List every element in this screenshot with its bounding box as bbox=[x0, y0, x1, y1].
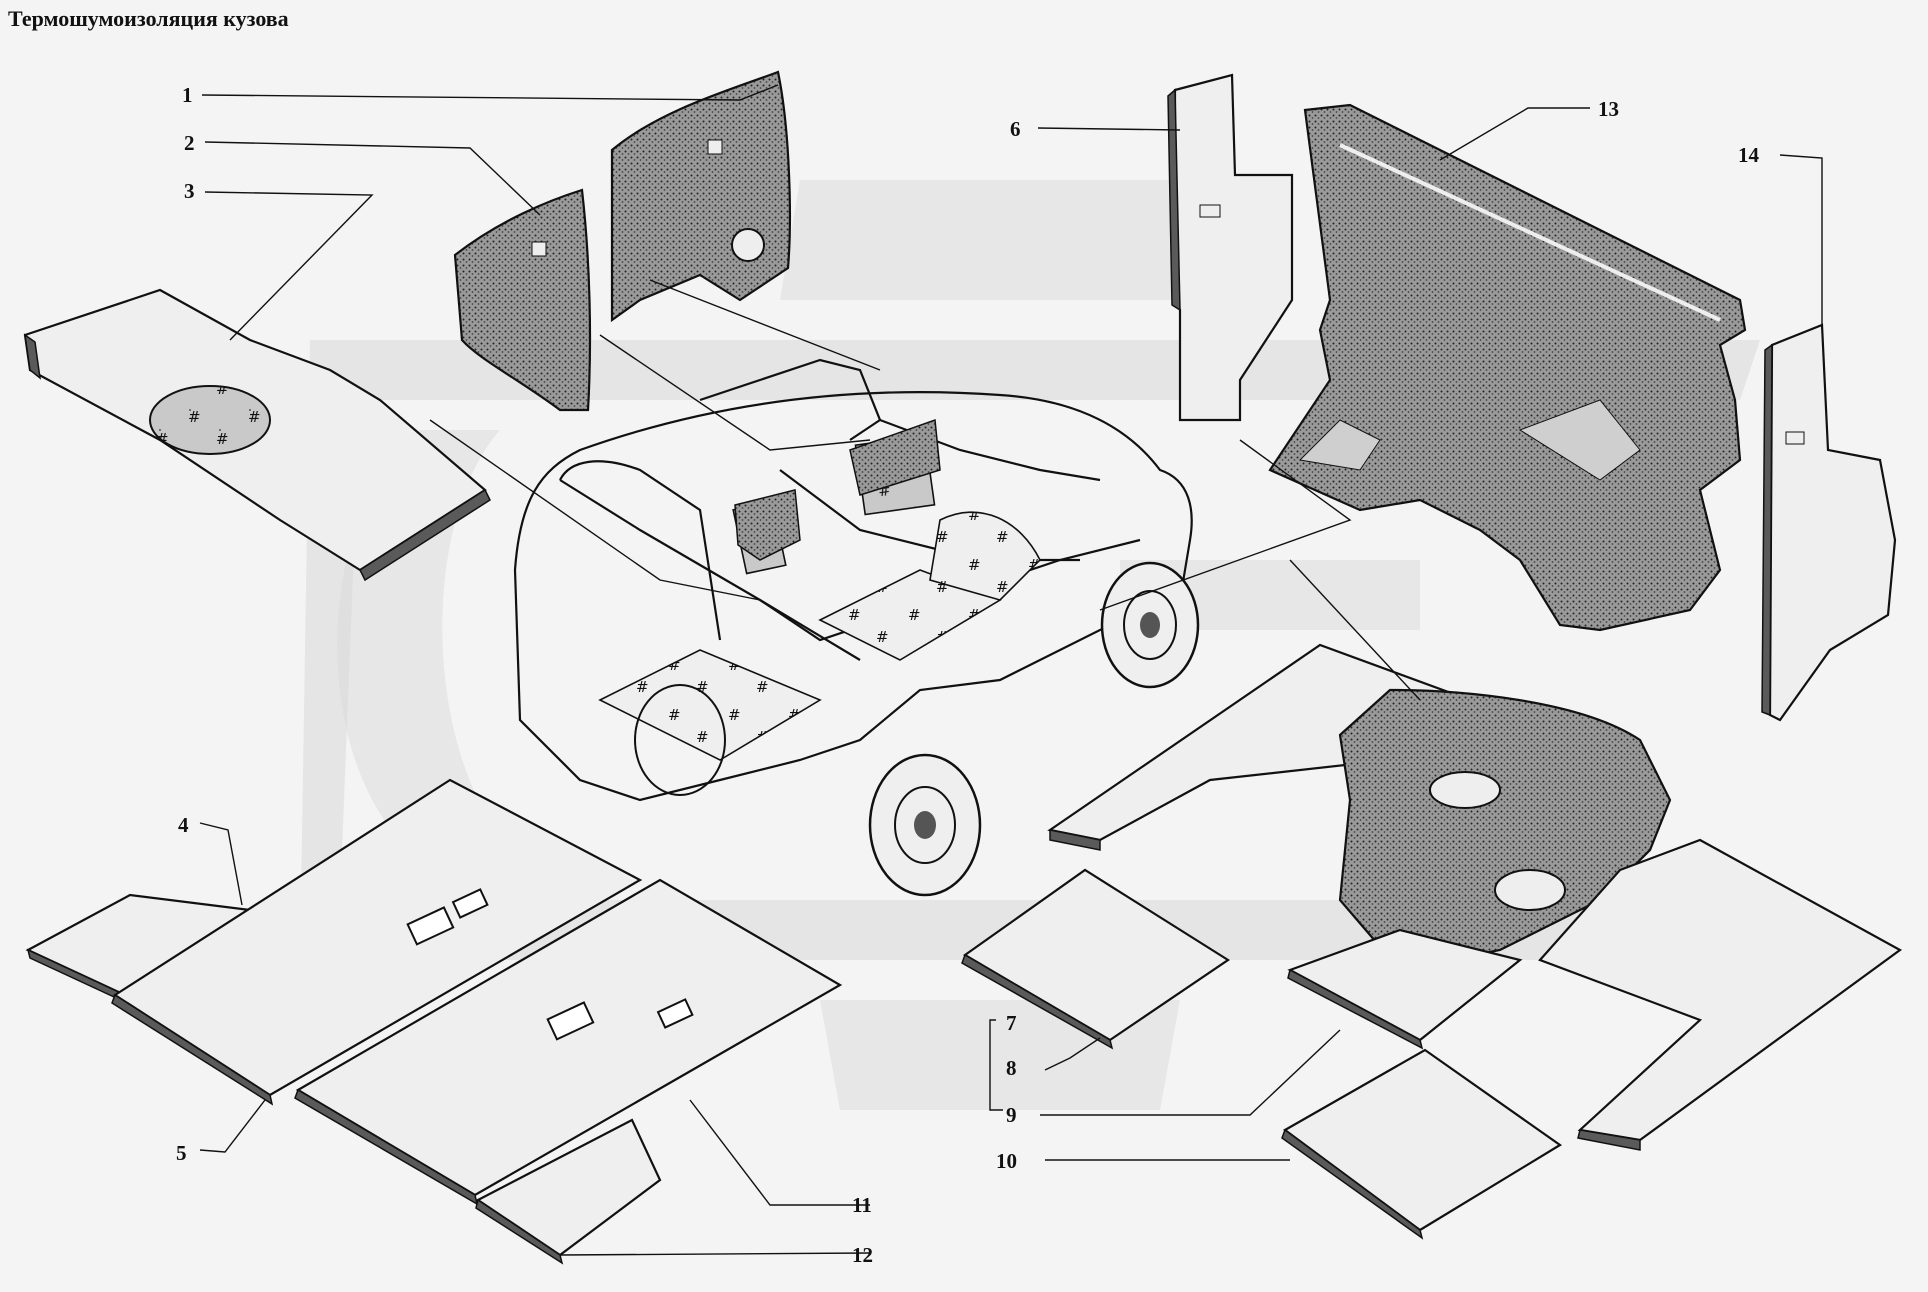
callout-5: 5 bbox=[176, 1141, 187, 1165]
part-13-front-bulkhead bbox=[1268, 103, 1747, 632]
callout-8: 8 bbox=[1006, 1056, 1017, 1080]
part-floor-mat-far-right bbox=[1538, 838, 1903, 1151]
callout-4: 4 bbox=[178, 813, 189, 837]
callout-14: 14 bbox=[1738, 143, 1760, 167]
callout-12: 12 bbox=[852, 1243, 873, 1267]
part-5-floor-mat bbox=[111, 778, 643, 1106]
callout-6: 6 bbox=[1010, 117, 1021, 141]
van-body bbox=[513, 358, 1200, 897]
part-3-wheel-arch-mat bbox=[23, 288, 491, 582]
page-title: Термошумоизоляция кузова bbox=[8, 6, 289, 31]
part-9-floor-mat bbox=[1287, 928, 1523, 1050]
callout-7: 7 bbox=[1006, 1011, 1017, 1035]
part-6-side-panel bbox=[1167, 73, 1294, 422]
callout-labels: 1 2 3 4 5 6 7 8 9 10 11 12 13 14 bbox=[176, 83, 1760, 1267]
callout-11: 11 bbox=[852, 1193, 872, 1217]
part-14-side-panel bbox=[1761, 323, 1897, 722]
part-8-floor-mat bbox=[961, 868, 1231, 1050]
part-2-door-panel bbox=[453, 188, 592, 412]
callout-10: 10 bbox=[996, 1149, 1017, 1173]
callout-3: 3 bbox=[184, 179, 195, 203]
part-7-tunnel-cover bbox=[1338, 688, 1672, 972]
callout-9: 9 bbox=[1006, 1103, 1017, 1127]
part-1-door-panel bbox=[610, 70, 791, 323]
leader-lines bbox=[199, 84, 1823, 1256]
part-10-floor-mat bbox=[1281, 1048, 1563, 1240]
callout-1: 1 bbox=[182, 83, 193, 107]
callout-13: 13 bbox=[1598, 97, 1619, 121]
part-12-floor-mat bbox=[475, 1118, 662, 1265]
callout-2: 2 bbox=[184, 131, 195, 155]
